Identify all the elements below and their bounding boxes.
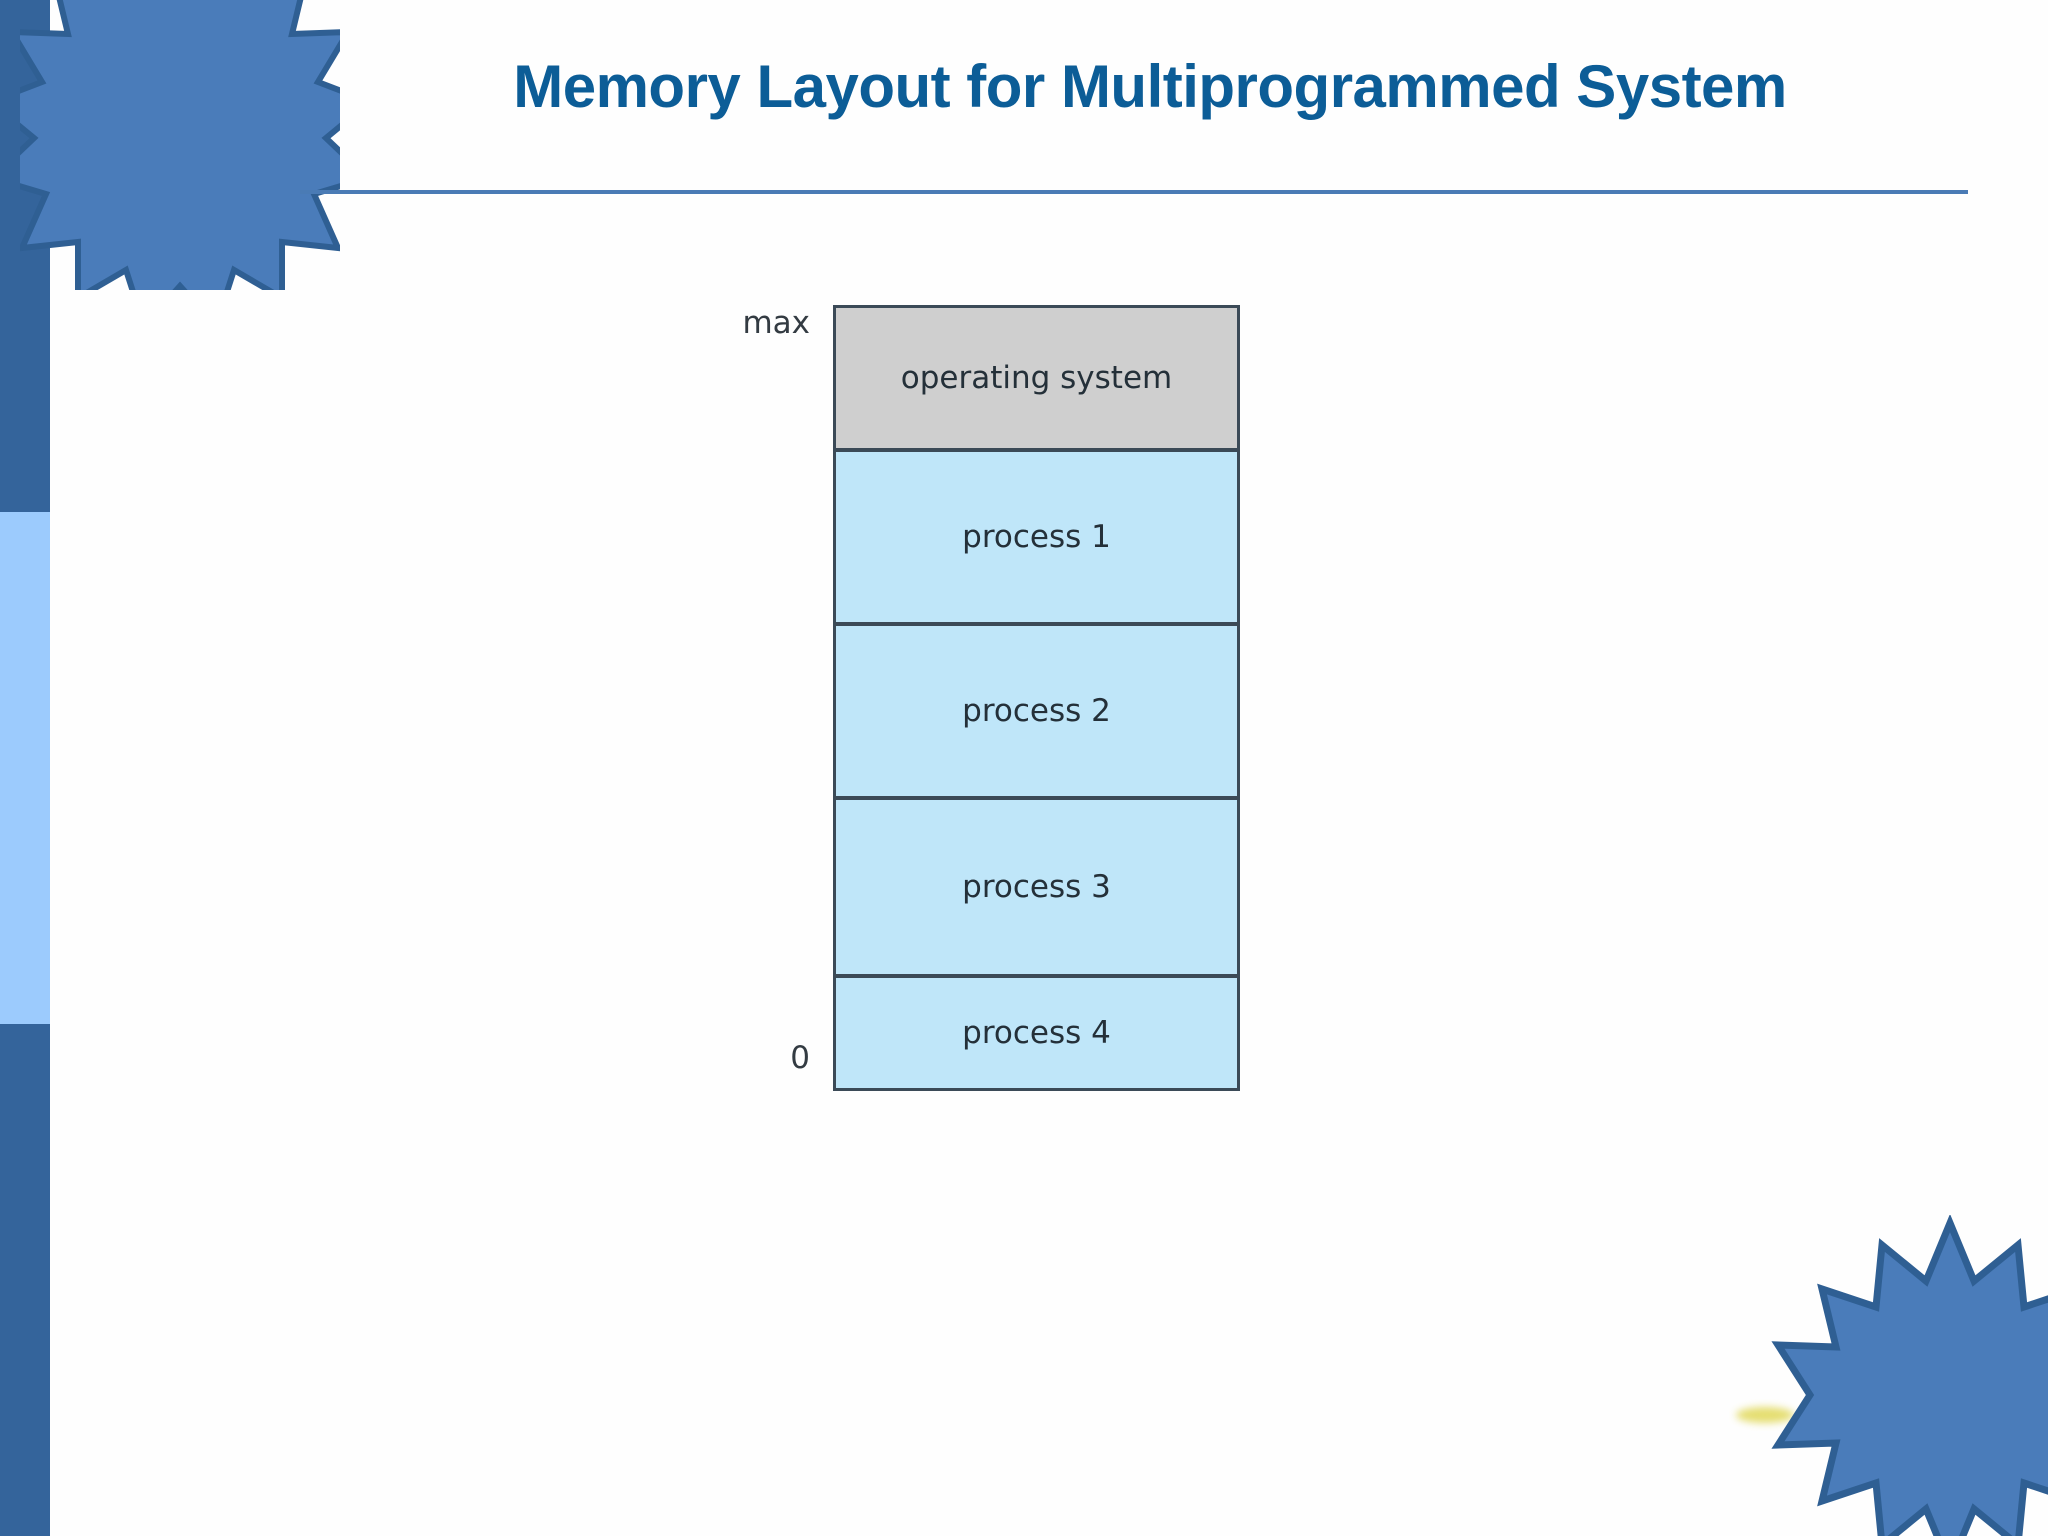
title-divider: [300, 190, 1968, 194]
memory-block-process-3: process 3: [833, 797, 1240, 977]
memory-blocks-container: operating system process 1 process 2 pro…: [833, 305, 1240, 1091]
starburst-top-left-icon: [20, 0, 340, 290]
yellow-sliver-decoration: [1736, 1407, 1794, 1423]
memory-block-process-1: process 1: [833, 449, 1240, 625]
sidebar-band-middle: [0, 512, 50, 1024]
page-title: Memory Layout for Multiprogrammed System: [513, 53, 1787, 120]
sidebar-band-bottom: [0, 1024, 50, 1536]
memory-bottom-label: 0: [790, 1040, 810, 1076]
starburst-bottom-right-icon: [1771, 1215, 2048, 1536]
memory-block-process-4: process 4: [833, 975, 1240, 1091]
memory-block-process-2: process 2: [833, 623, 1240, 799]
memory-block-operating-system: operating system: [833, 305, 1240, 451]
memory-top-label: max: [742, 305, 810, 341]
